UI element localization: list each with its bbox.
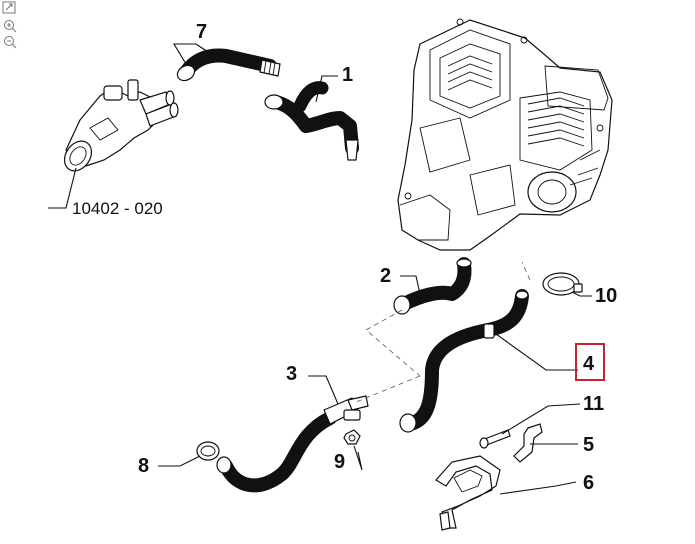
leader-line-4 (495, 333, 578, 371)
callout-6[interactable]: 6 (583, 472, 594, 494)
assembly-line (365, 309, 421, 377)
hose-part-7[interactable] (175, 48, 281, 84)
clamp-part-10[interactable] (542, 272, 583, 296)
heater-unit[interactable] (397, 18, 613, 251)
callout-5[interactable]: 5 (583, 434, 594, 456)
hose-part-3[interactable] (216, 395, 369, 493)
callout-7[interactable]: 7 (196, 21, 207, 43)
fit-to-page-icon[interactable] (2, 1, 16, 14)
leader-line-7 (173, 43, 215, 65)
bracket-part-5[interactable] (513, 423, 543, 463)
zoom-out-icon[interactable] (4, 36, 17, 49)
leader-line-8 (158, 455, 201, 467)
thermostat-housing[interactable] (59, 79, 179, 176)
leader-line-ref (48, 167, 77, 209)
leader-line-11 (501, 403, 581, 435)
bracket-part-6[interactable] (435, 455, 501, 531)
clamp-part-8[interactable] (196, 441, 220, 461)
callout-4-highlight-box (575, 343, 605, 381)
reference-label[interactable]: 10402 - 020 (72, 199, 163, 218)
leader-line-1 (315, 75, 338, 103)
leader-line-9 (353, 445, 363, 471)
hose-part-4[interactable] (399, 289, 529, 433)
callout-9[interactable]: 9 (334, 451, 345, 473)
assembly-line (355, 375, 421, 403)
callout-10[interactable]: 10 (595, 285, 617, 307)
nut-part-9[interactable] (343, 429, 361, 445)
zoom-in-icon[interactable] (4, 20, 17, 33)
callout-3[interactable]: 3 (286, 363, 297, 385)
callout-2[interactable]: 2 (380, 265, 391, 287)
leader-line-6 (499, 481, 577, 495)
callout-8[interactable]: 8 (138, 455, 149, 477)
viewer-toolbar (2, 1, 17, 49)
callout-1[interactable]: 1 (342, 64, 353, 86)
leader-line-10 (571, 291, 592, 297)
callout-11[interactable]: 11 (583, 393, 604, 415)
screw-part-11[interactable] (479, 429, 511, 449)
leader-line-3 (308, 375, 339, 405)
leader-line-2 (400, 275, 421, 295)
assembly-line (521, 261, 531, 281)
hose-part-1[interactable] (264, 81, 359, 161)
hose-part-2[interactable] (393, 257, 472, 315)
callout-4[interactable]: 4 (583, 353, 595, 375)
